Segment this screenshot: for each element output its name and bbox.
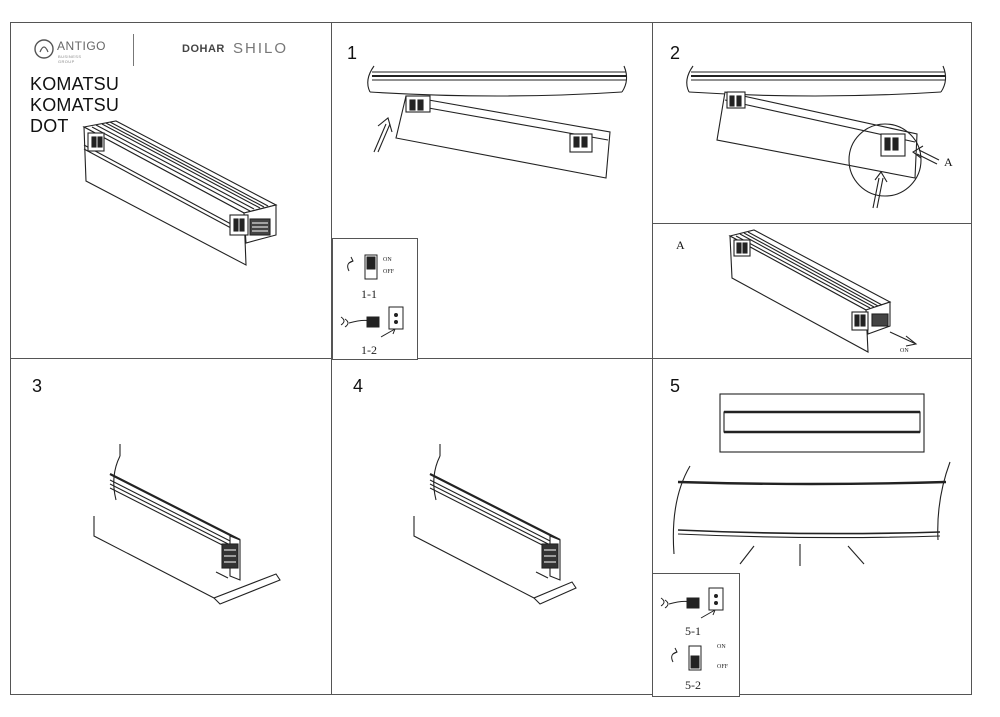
step5-finished-installation (672, 393, 951, 566)
step4-profile-closeup (413, 444, 577, 605)
detail-label-a: A (676, 238, 685, 252)
step-number-3: 3 (32, 376, 43, 396)
product-title-2: KOMATSU DOT (30, 95, 120, 136)
detail-on-label: ON (900, 348, 909, 354)
switch-off-label-5: OFF (717, 664, 729, 670)
plug-socket-icon (340, 306, 404, 338)
brand-antigo-sub: BUSINESS GROUP (58, 54, 82, 64)
inset-label-1-1: 1-1 (361, 287, 377, 301)
step1-ceiling-insertion (367, 65, 628, 179)
callout-label-a: A (944, 155, 953, 169)
inset-power-steps-5: 5-1 ON OFF 5-2 (652, 573, 740, 697)
inset-label-1-2: 1-2 (361, 343, 377, 357)
step-number-2: 2 (670, 43, 681, 63)
divider-horizontal-step2 (652, 223, 972, 224)
switch-off-label: OFF (383, 269, 395, 275)
inset-label-5-1: 5-1 (685, 624, 701, 638)
brand-dohar: DOHAR (182, 43, 225, 55)
power-switch-icon (347, 254, 378, 280)
plug-socket-icon-5 (660, 587, 724, 619)
step-number-5: 5 (670, 376, 681, 396)
brand-separator (133, 34, 134, 66)
step-number-1: 1 (347, 43, 358, 63)
inset-power-steps-1: ON OFF 1-1 1-2 (332, 238, 418, 360)
detail-a-fixture (728, 229, 918, 353)
luminaire-illustration (82, 120, 278, 266)
step3-profile-closeup (93, 444, 281, 605)
step-number-4: 4 (353, 376, 364, 396)
brand-antigo: ANTIGO (57, 39, 107, 53)
brand-shilo: SHILO (233, 40, 289, 57)
product-title-1: KOMATSU (30, 74, 120, 94)
power-switch-icon-5 (671, 645, 702, 671)
antigo-logo-icon (34, 39, 54, 59)
step2-fixture-in-ceiling (686, 65, 947, 209)
divider-horizontal-middle (10, 358, 972, 359)
switch-on-label: ON (383, 257, 392, 263)
inset-label-5-2: 5-2 (685, 678, 701, 692)
switch-on-label-5: ON (717, 644, 726, 650)
